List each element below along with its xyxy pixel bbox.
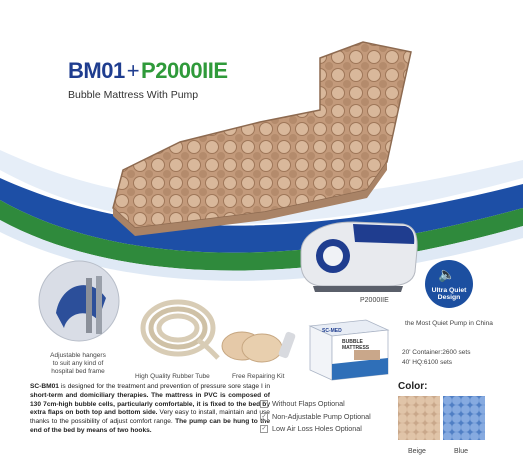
feature-label: Without Flaps Optional [272, 399, 345, 408]
box-title: BUBBLE MATTRESS [342, 339, 370, 351]
container-40: 40' HQ:6100 sets [402, 358, 453, 366]
beige-label: Beige [408, 448, 426, 455]
hanger-caption: Adjustable hangers to suit any kind of h… [30, 352, 126, 376]
product-subtitle: Bubble Mattress With Pump [68, 89, 199, 101]
product-description: SC-BM01 is designed for the treatment an… [30, 383, 270, 436]
shipping-info: 20' Container:2600 sets 40' HQ:6100 sets [402, 348, 470, 368]
box-brand: SC-MED [322, 328, 342, 334]
rubber-tube-image [140, 299, 220, 360]
hanger-line: Adjustable hangers [50, 352, 106, 359]
feature-item: ✓ Non-Adjustable Pump Optional [260, 411, 371, 424]
hanger-line: hospital bed frame [51, 368, 105, 376]
box-line: BUBBLE [342, 339, 363, 345]
plus-sign: + [126, 58, 140, 83]
feature-item: ✓ Low Air Loss Holes Optional [260, 423, 371, 436]
repair-kit-image [221, 331, 296, 363]
desc-text: is designed for the treatment and preven… [60, 383, 271, 390]
blue-label: Blue [454, 448, 469, 455]
badge-line2: Design [437, 294, 461, 302]
pump-caption: the Most Quiet Pump in China [405, 320, 493, 327]
pump-label: P2000IIE [360, 297, 389, 304]
blue-swatch [443, 396, 485, 440]
desc-bold: The pump can be hung to the end of the b… [30, 418, 270, 434]
check-icon: ✓ [260, 400, 268, 409]
feature-label: Non-Adjustable Pump Optional [272, 411, 371, 421]
feature-label: Low Air Loss Holes Optional [272, 424, 362, 434]
badge-line1: Ultra Quiet [431, 287, 467, 294]
model-b: P2000IIE [141, 58, 228, 83]
speaker-icon: 🔈 [438, 266, 456, 282]
beige-swatch [398, 396, 440, 440]
desc-bold: The mattress in PVC is composed of 130 7… [30, 391, 271, 417]
tube-caption: High Quality Rubber Tube [135, 373, 210, 380]
desc-bold: short-term and domiciliary therapies. [30, 391, 149, 399]
container-20: 20' Container:2600 sets [402, 349, 471, 356]
check-icon: ✓ [260, 425, 268, 434]
hanger-image [38, 260, 120, 342]
box-line: MATTRESS [342, 344, 370, 351]
desc-text: Very easy to install, maintain and use t… [30, 409, 270, 426]
kit-caption: Free Repairing Kit [232, 373, 285, 380]
mattress-image [112, 41, 412, 236]
product-title: BM01+P2000IIE [68, 58, 228, 84]
model-a: BM01 [68, 58, 125, 83]
product-box-image [308, 319, 390, 381]
desc-model: SC-BM01 [30, 383, 61, 390]
color-label: Color: [398, 381, 428, 392]
pump-image [300, 221, 418, 292]
check-icon: ✓ [260, 412, 268, 421]
feature-item: ✓ Without Flaps Optional [260, 398, 371, 411]
hanger-line: to suit any kind of [52, 360, 104, 368]
feature-list: ✓ Without Flaps Optional ✓ Non-Adjustable … [260, 398, 371, 436]
